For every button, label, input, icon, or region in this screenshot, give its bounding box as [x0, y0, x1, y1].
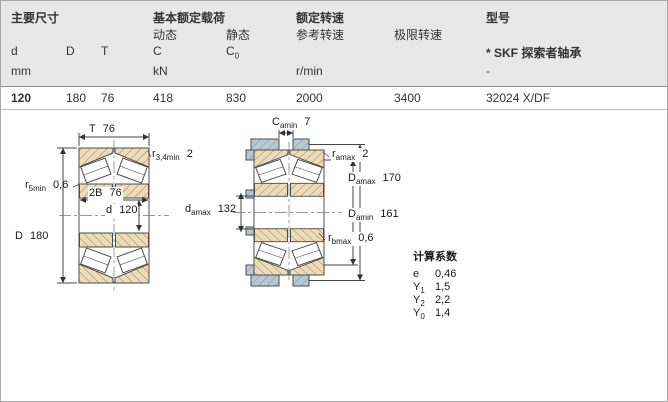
symbol-C0: C0: [226, 44, 240, 61]
header-main-dimensions: 主要尺寸: [11, 11, 60, 25]
value-limiting-speed: 3400: [394, 91, 421, 105]
right-mounting-drawing: [233, 130, 365, 287]
header-designation: 型号: [486, 11, 511, 25]
spec-table-header: 主要尺寸 基本额定载荷 额定转速 型号 动态 静态 参考转速 极限转速 d D …: [1, 1, 667, 86]
value-D: 180: [66, 91, 87, 105]
skf-explorer-label: * SKF 探索者轴承: [486, 46, 582, 60]
symbol-d: d: [11, 44, 18, 58]
value-C0: 830: [226, 91, 247, 105]
bearing-technical-drawing: [57, 130, 365, 291]
calculation-factors-title: 计算系数: [413, 251, 457, 263]
value-designation: 32024 X/DF: [486, 91, 551, 105]
unit-designation: -: [486, 64, 490, 78]
value-d: 120: [11, 91, 32, 105]
subheader-dynamic: 动态: [153, 28, 178, 42]
symbol-T: T: [101, 44, 109, 58]
subheader-limiting-speed: 极限转速: [394, 28, 443, 42]
unit-dimensions: mm: [11, 64, 31, 78]
symbol-C: C: [153, 44, 162, 58]
value-reference-speed: 2000: [296, 91, 323, 105]
subheader-static: 静态: [226, 28, 251, 42]
unit-load: kN: [153, 64, 168, 78]
unit-speed: r/min: [296, 64, 323, 78]
spec-table-data-row: 120 180 76 418 830 2000 3400 32024 X/DF: [1, 86, 667, 110]
symbol-D: D: [66, 44, 75, 58]
header-basic-load-ratings: 基本额定载荷: [153, 11, 226, 25]
value-C: 418: [153, 91, 174, 105]
value-T: 76: [101, 91, 115, 105]
subheader-reference-speed: 参考转速: [296, 28, 345, 42]
header-speed-ratings: 额定转速: [296, 11, 345, 25]
